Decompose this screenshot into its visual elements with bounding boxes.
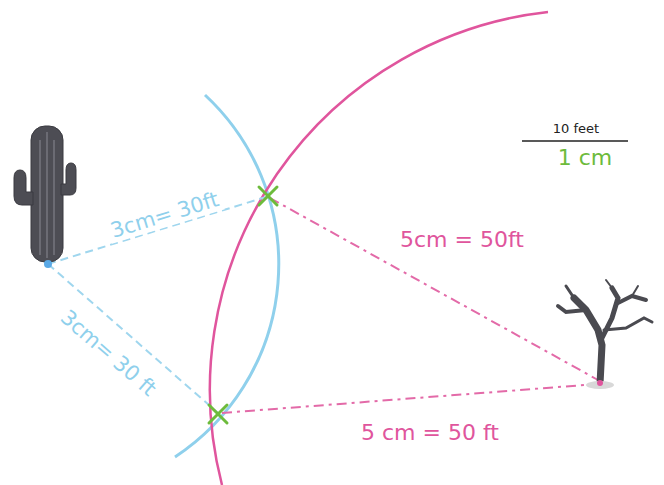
tree-point: [597, 380, 603, 386]
distance-label: 3cm= 30 ft: [54, 305, 163, 404]
scale-bar: [522, 140, 628, 142]
cactus-point: [44, 260, 52, 268]
intersection-mark: [209, 187, 277, 423]
cactus: [14, 126, 76, 262]
distance-label: 3cm= 30ft: [105, 188, 224, 244]
scale-label: 10 feet: [550, 122, 602, 136]
distance-label: 5cm = 50ft: [397, 228, 527, 252]
tree-distance-lines: [222, 198, 598, 413]
tree: [558, 280, 652, 384]
distance-label: 5 cm = 50 ft: [358, 421, 502, 445]
scale-label: 1 cm: [555, 146, 616, 170]
tree-arc: [210, 12, 548, 485]
tree-shadow: [586, 381, 614, 389]
